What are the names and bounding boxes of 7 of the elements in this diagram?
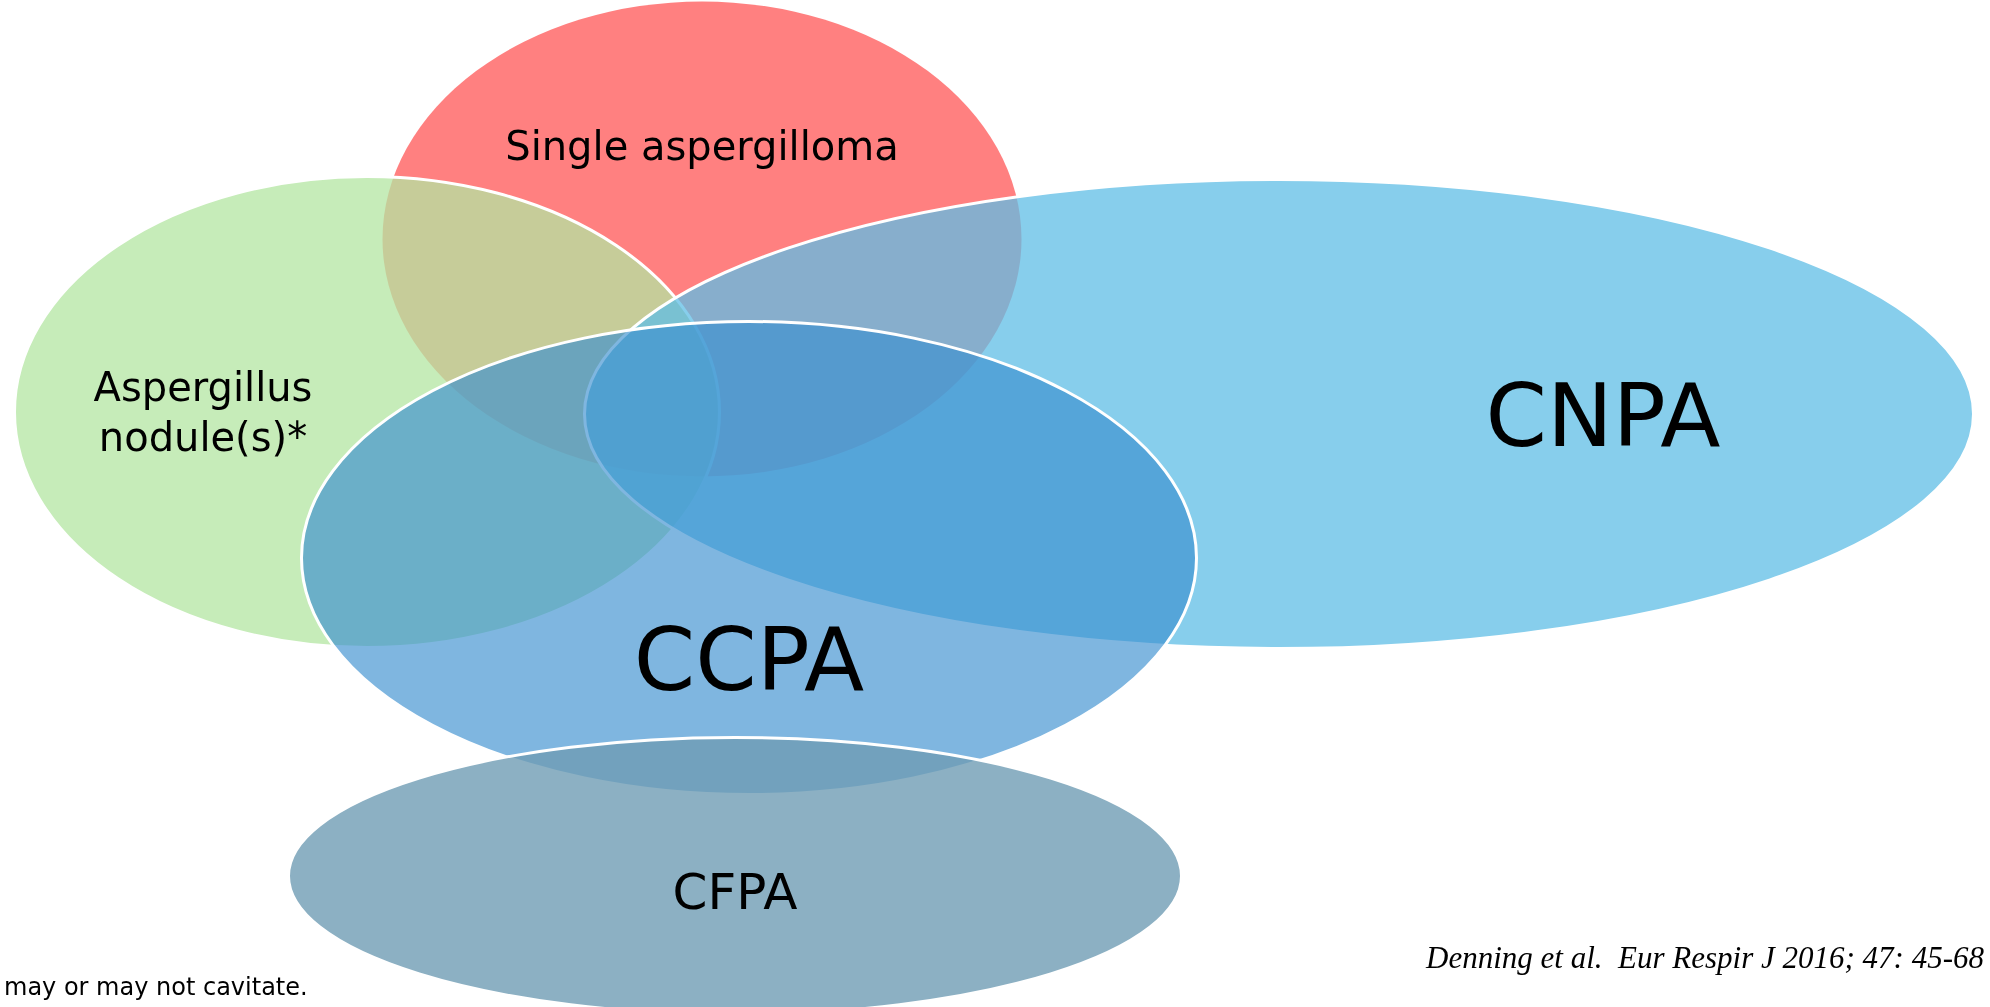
region-label: CCPA [632,607,866,713]
citation: Denning et al. Eur Respir J 2016; 47: 45-68 [1426,940,1984,976]
region-label: Single aspergilloma [504,122,900,171]
region-label: CFPA [671,861,799,923]
region-label: Aspergillus nodule(s)* [92,363,314,462]
footnote: may or may not cavitate. [4,973,308,1001]
region-label: CNPA [1484,363,1722,469]
